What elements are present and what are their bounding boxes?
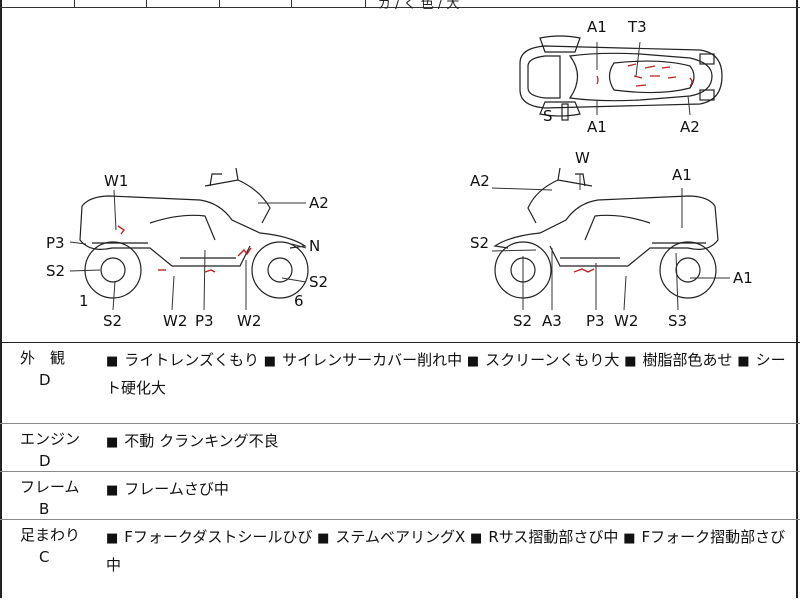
label-w2: W2 bbox=[614, 312, 638, 330]
row-grade: C bbox=[39, 548, 50, 566]
table-cell-divider bbox=[146, 0, 147, 8]
label-s2: S2 bbox=[309, 273, 328, 291]
label-s: S bbox=[543, 107, 553, 125]
label-s2: S2 bbox=[470, 234, 489, 252]
top-table-strip: ガ / く 色 / 大 bbox=[0, 0, 800, 12]
row-name: フレーム bbox=[20, 478, 80, 496]
damage-diagram: A1 T3 S A1 A2 W1 A2 P3 N S2 S2 1 6 S2 W2… bbox=[0, 8, 800, 343]
label-a3: A3 bbox=[542, 312, 562, 330]
label-p3: P3 bbox=[46, 234, 65, 252]
label-1: 1 bbox=[79, 292, 89, 310]
label-a2: A2 bbox=[680, 118, 700, 136]
condition-row-exterior: 外 観 D ■ライトレンズくもり ■サイレンサーカバー削れ中 ■スクリーンくもり… bbox=[0, 343, 800, 424]
list-item: スクリーンくもり大 bbox=[485, 351, 620, 369]
right-side-damage-marks bbox=[573, 268, 595, 273]
label-s2: S2 bbox=[46, 262, 65, 280]
row-items: ■ライトレンズくもり ■サイレンサーカバー削れ中 ■スクリーンくもり大 ■樹脂部… bbox=[106, 347, 792, 401]
bullet-icon: ■ bbox=[106, 435, 119, 450]
label-p3: P3 bbox=[586, 312, 605, 330]
label-a2: A2 bbox=[309, 194, 329, 212]
row-name: エンジン bbox=[20, 430, 81, 448]
condition-row-frame: フレーム B ■ フレームさび中 bbox=[0, 472, 800, 520]
list-item: Fフォーク摺動部さび中 bbox=[106, 528, 786, 574]
row-items: ■ 不動 クランキング不良 bbox=[106, 428, 792, 456]
row-items: ■ Fフォークダストシールひび ■ ステムベアリングX ■ Rサス摺動部さび中 ■Fフ… bbox=[106, 524, 792, 578]
right-side-leaders bbox=[491, 174, 730, 311]
bullet-icon: ■ bbox=[106, 483, 119, 498]
right-side-scooter bbox=[493, 167, 719, 299]
bullet-icon: ■ bbox=[317, 531, 330, 546]
cut-off-text: ガ / く 色 / 大 bbox=[378, 0, 460, 12]
label-s2: S2 bbox=[513, 312, 532, 330]
list-item: ステムベアリングX bbox=[335, 528, 466, 546]
top-view-leaders bbox=[556, 41, 691, 117]
list-item: Fフォークダストシールひび bbox=[124, 528, 313, 546]
label-w2: W2 bbox=[163, 312, 187, 330]
bullet-icon: ■ bbox=[263, 354, 277, 369]
label-n: N bbox=[309, 237, 320, 255]
list-item: 不動 クランキング不良 bbox=[124, 432, 279, 450]
row-grade: D bbox=[39, 371, 51, 389]
row-grade: B bbox=[39, 500, 50, 518]
label-a1: A1 bbox=[733, 269, 753, 287]
label-w1: W1 bbox=[104, 172, 128, 190]
label-p3: P3 bbox=[195, 312, 214, 330]
row-name: 足まわり bbox=[20, 526, 81, 544]
label-a2: A2 bbox=[470, 172, 490, 190]
label-a1: A1 bbox=[587, 118, 607, 136]
table-cell-divider bbox=[291, 0, 292, 8]
bullet-icon: ■ bbox=[106, 531, 119, 546]
label-w: W bbox=[575, 149, 590, 167]
diagram-svg: A1 T3 S A1 A2 W1 A2 P3 N S2 S2 1 6 S2 W2… bbox=[46, 18, 753, 330]
list-item: Rサス摺動部さび中 bbox=[488, 528, 619, 546]
list-item: サイレンサーカバー削れ中 bbox=[282, 351, 463, 369]
label-s2: S2 bbox=[103, 312, 122, 330]
bullet-icon: ■ bbox=[470, 531, 483, 546]
bullet-icon: ■ bbox=[106, 354, 119, 369]
list-item: ライトレンズくもり bbox=[124, 351, 259, 369]
list-item: 樹脂部色あせ bbox=[642, 351, 733, 369]
label-s3: S3 bbox=[668, 312, 687, 330]
list-item: フレームさび中 bbox=[124, 480, 229, 498]
list-item: シート硬化大 bbox=[106, 351, 786, 397]
table-cell-divider bbox=[74, 0, 75, 8]
left-side-damage-marks bbox=[117, 225, 252, 273]
row-grade: D bbox=[39, 452, 51, 470]
top-view-damage-marks bbox=[596, 63, 693, 87]
table-cell-divider bbox=[219, 0, 220, 8]
left-side-leaders bbox=[69, 189, 307, 311]
table-cell-divider bbox=[365, 0, 366, 8]
top-view-scooter bbox=[519, 35, 723, 121]
condition-row-suspension: 足まわり C ■ Fフォークダストシールひび ■ ステムベアリングX ■ Rサス摺動部… bbox=[0, 520, 800, 600]
bullet-icon: ■ bbox=[624, 354, 637, 369]
row-name: 外 観 bbox=[20, 349, 66, 367]
row-items: ■ フレームさび中 bbox=[106, 476, 792, 504]
label-a1: A1 bbox=[672, 166, 692, 184]
label-6: 6 bbox=[294, 292, 304, 310]
condition-row-engine: エンジン D ■ 不動 クランキング不良 bbox=[0, 424, 800, 472]
bullet-icon: ■ bbox=[623, 531, 636, 546]
bullet-icon: ■ bbox=[737, 354, 750, 369]
label-a1: A1 bbox=[587, 18, 607, 36]
bullet-icon: ■ bbox=[466, 354, 480, 369]
label-w2: W2 bbox=[237, 312, 261, 330]
label-t3: T3 bbox=[627, 18, 647, 36]
